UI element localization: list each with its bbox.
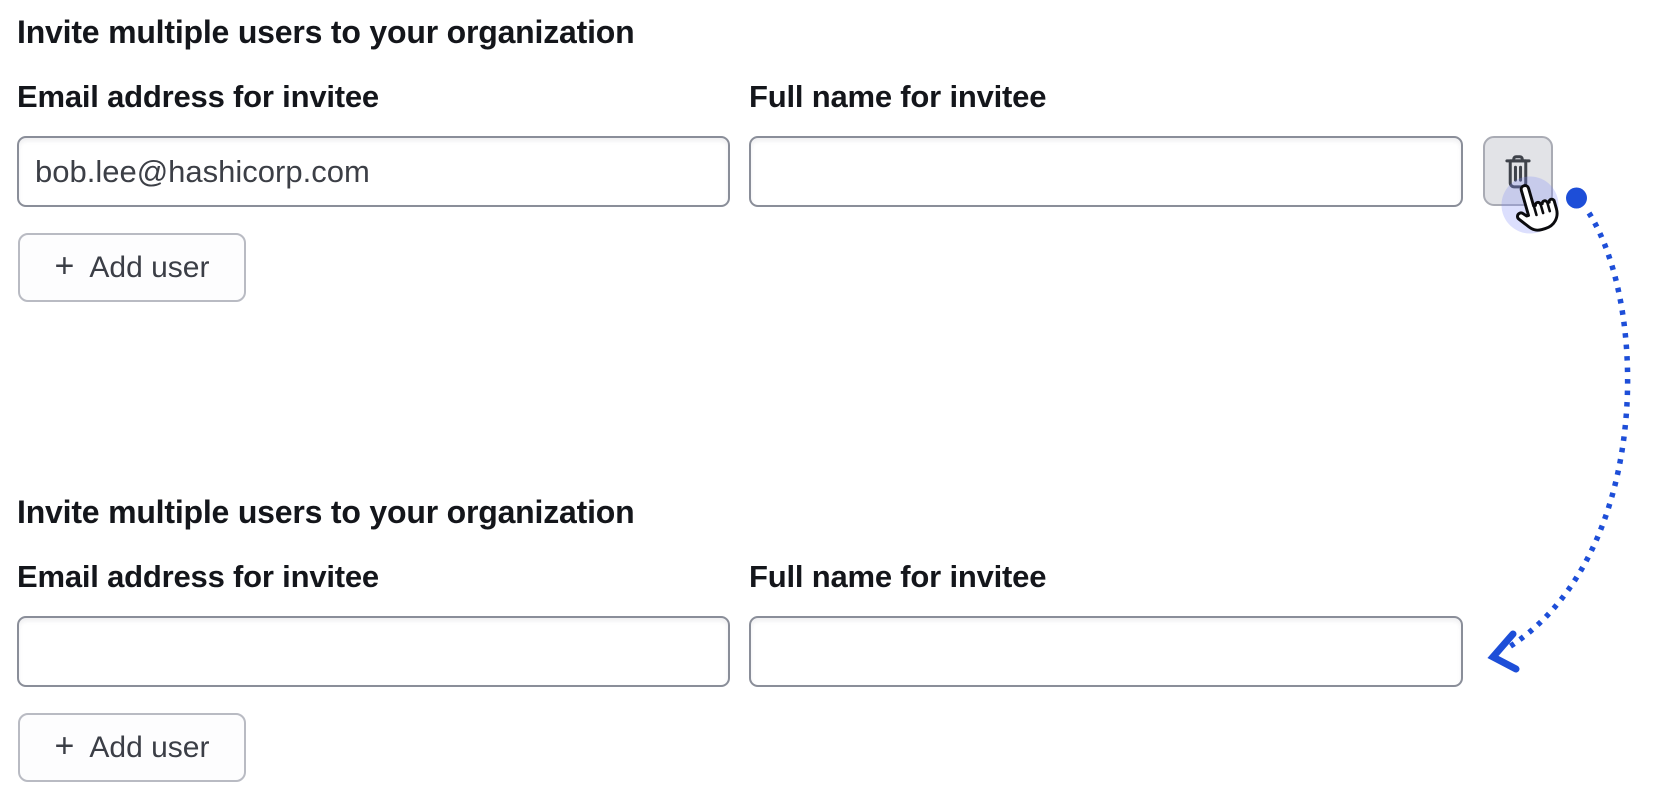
add-user-button-label: Add user xyxy=(89,250,210,284)
dotted-arrow-path xyxy=(1504,211,1631,652)
arrow-head-icon xyxy=(1487,630,1520,673)
full-name-label: Full name for invitee xyxy=(749,559,1047,594)
email-label: Email address for invitee xyxy=(17,559,379,594)
delete-row-button[interactable] xyxy=(1483,136,1553,206)
full-name-field[interactable] xyxy=(749,136,1463,207)
add-user-button[interactable]: + Add user xyxy=(18,233,246,302)
add-user-button-label: Add user xyxy=(89,730,210,764)
plus-icon: + xyxy=(54,247,75,285)
add-user-button[interactable]: + Add user xyxy=(18,713,246,782)
email-label: Email address for invitee xyxy=(17,79,379,114)
email-field[interactable] xyxy=(17,136,730,207)
trash-icon xyxy=(1499,152,1537,190)
page-title: Invite multiple users to your organizati… xyxy=(17,14,635,50)
drag-start-dot xyxy=(1566,187,1587,209)
full-name-label: Full name for invitee xyxy=(749,79,1047,114)
plus-icon: + xyxy=(54,727,75,765)
full-name-field[interactable] xyxy=(749,616,1463,687)
page-title: Invite multiple users to your organizati… xyxy=(17,494,635,530)
email-field[interactable] xyxy=(17,616,730,687)
